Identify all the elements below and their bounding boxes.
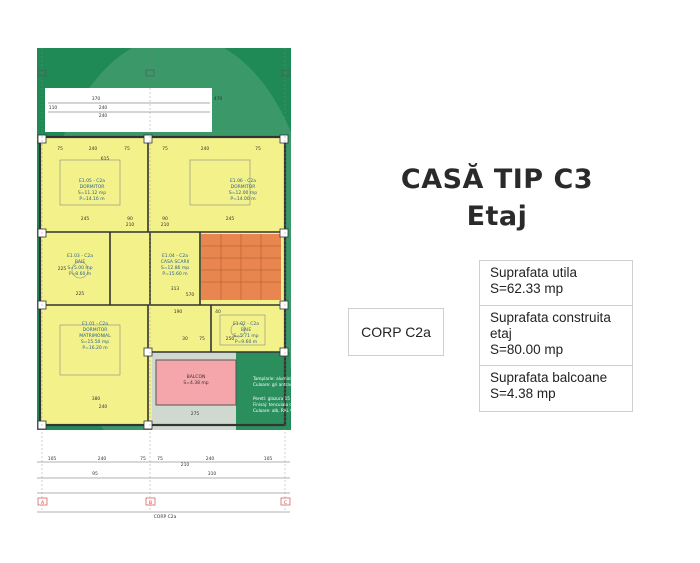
svg-text:75: 75	[199, 336, 205, 342]
svg-text:C: C	[284, 500, 287, 506]
svg-text:250: 250	[226, 336, 235, 342]
plan-footer-label: CORP C2a	[154, 514, 177, 520]
svg-text:S=5.00 mp: S=5.00 mp	[67, 265, 92, 271]
svg-text:BAIE: BAIE	[241, 327, 251, 333]
svg-text:310: 310	[208, 471, 217, 477]
svg-text:240: 240	[98, 456, 107, 462]
stat-label: Suprafata balcoane	[490, 370, 608, 385]
svg-text:S=4.38 mp: S=4.38 mp	[183, 380, 208, 386]
svg-text:DORMITOR: DORMITOR	[83, 327, 108, 333]
svg-text:75: 75	[255, 146, 261, 152]
svg-text:105: 105	[264, 456, 273, 462]
balcony-label: BALCON	[187, 374, 206, 380]
svg-text:240: 240	[99, 105, 108, 111]
svg-text:S=12.86 mp: S=12.86 mp	[161, 265, 189, 271]
svg-text:570: 570	[186, 292, 195, 298]
svg-text:90: 90	[127, 216, 133, 222]
room-label: E1.05 - C2a	[79, 178, 105, 184]
room-label: E1.01 - C2a	[82, 321, 108, 327]
svg-text:Culoare: alb, RAL 9010: Culoare: alb, RAL 9010	[253, 408, 301, 413]
svg-text:75: 75	[157, 456, 163, 462]
svg-text:Tamplarie: aluminiu: Tamplarie: aluminiu	[252, 376, 295, 381]
svg-text:470: 470	[214, 96, 223, 102]
svg-text:S=5.71 mp: S=5.71 mp	[233, 333, 258, 339]
svg-text:DORMITOR: DORMITOR	[231, 184, 256, 190]
svg-text:P=14.16 m: P=14.16 m	[79, 196, 104, 202]
svg-text:P=9.60 m: P=9.60 m	[235, 339, 257, 345]
room-label: E1.04 - C2a	[162, 253, 188, 259]
svg-text:210: 210	[181, 462, 190, 468]
svg-text:30: 30	[182, 336, 188, 342]
balcony-area	[155, 359, 237, 406]
page-subtitle: Etaj	[466, 201, 528, 232]
room-label: E1.06 - C2a	[230, 178, 256, 184]
svg-text:90: 90	[162, 216, 168, 222]
stat-value: S=80.00 mp	[490, 342, 564, 357]
corp-label: CORP C2a	[361, 324, 431, 340]
stat-value: S=4.38 mp	[490, 386, 556, 401]
svg-text:225: 225	[76, 291, 85, 297]
svg-text:110: 110	[49, 105, 58, 111]
svg-text:Finisaj: tencuiala decorativa: Finisaj: tencuiala decorativa	[253, 402, 312, 407]
svg-text:240: 240	[206, 456, 215, 462]
stat-suprafata-utila: Suprafata utila S=62.33 mp	[479, 260, 633, 306]
stat-suprafata-construita: Suprafata construita etaj S=80.00 mp	[479, 306, 633, 366]
svg-text:40: 40	[215, 309, 221, 315]
top-dimension-strip	[45, 88, 212, 132]
svg-text:BAIE: BAIE	[75, 259, 85, 265]
svg-text:210: 210	[126, 222, 135, 228]
svg-text:240: 240	[89, 146, 98, 152]
svg-text:95: 95	[92, 471, 98, 477]
svg-text:75: 75	[162, 146, 168, 152]
svg-text:P=14.00 m: P=14.00 m	[230, 196, 255, 202]
svg-text:240: 240	[99, 404, 108, 410]
stat-value: S=62.33 mp	[490, 281, 564, 296]
svg-text:S=11.12 mp: S=11.12 mp	[78, 190, 106, 196]
svg-text:P=16.20 m: P=16.20 m	[82, 345, 107, 351]
stat-suprafata-balcoane: Suprafata balcoane S=4.38 mp	[479, 366, 633, 412]
stat-label: Suprafata construita etaj	[490, 310, 611, 341]
svg-text:75: 75	[124, 146, 130, 152]
svg-text:245: 245	[81, 216, 90, 222]
svg-text:240: 240	[99, 113, 108, 119]
svg-text:S=15.50 mp: S=15.50 mp	[81, 339, 109, 345]
svg-text:MATRIMONIAL: MATRIMONIAL	[79, 333, 111, 339]
svg-text:370: 370	[92, 96, 101, 102]
stat-label: Suprafata utila	[490, 265, 578, 280]
svg-text:210: 210	[161, 222, 170, 228]
svg-text:Pereti: glazura 15 cm: Pereti: glazura 15 cm	[253, 396, 298, 401]
svg-text:240: 240	[201, 146, 210, 152]
svg-text:A: A	[41, 500, 45, 506]
svg-text:S=12.00 mp: S=12.00 mp	[229, 190, 257, 196]
svg-text:P=8.60 m: P=8.60 m	[69, 271, 91, 277]
svg-text:CASA SCARII: CASA SCARII	[161, 259, 190, 265]
svg-text:75: 75	[140, 456, 146, 462]
svg-text:245: 245	[226, 216, 235, 222]
svg-text:313: 313	[171, 286, 180, 292]
room-label: E1.02 - C2a	[233, 321, 259, 327]
svg-text:P=15.60 m: P=15.60 m	[162, 271, 187, 277]
svg-text:615: 615	[101, 156, 110, 162]
svg-text:B: B	[149, 500, 152, 506]
svg-text:Culoare: gri antracit: Culoare: gri antracit	[253, 382, 295, 387]
svg-text:275: 275	[191, 411, 200, 417]
page-title: CASĂ TIP C3	[400, 164, 594, 195]
svg-text:225: 225	[58, 266, 67, 272]
svg-text:105: 105	[48, 456, 57, 462]
svg-text:DORMITOR: DORMITOR	[80, 184, 105, 190]
svg-text:190: 190	[174, 309, 183, 315]
room-label: E1.03 - C2a	[67, 253, 93, 259]
svg-text:380: 380	[92, 396, 101, 402]
svg-text:75: 75	[57, 146, 63, 152]
corp-label-box: CORP C2a	[348, 308, 444, 356]
